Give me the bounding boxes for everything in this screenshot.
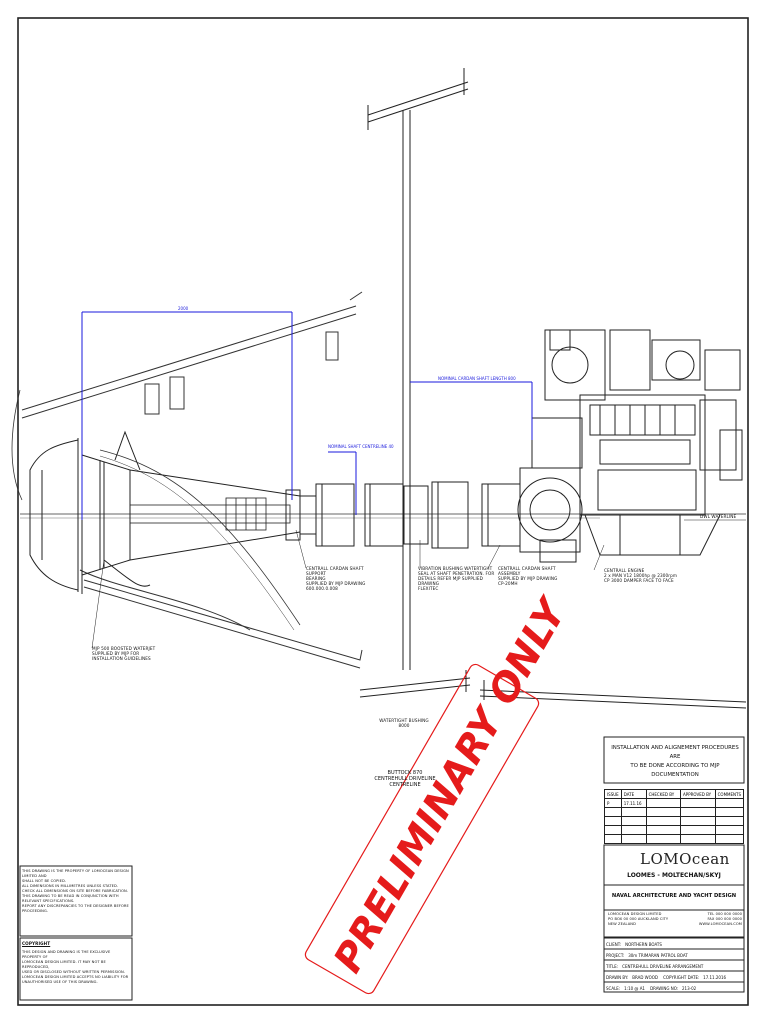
firm-discipline: NAVAL ARCHITECTURE AND YACHT DESIGN bbox=[611, 893, 737, 899]
table-row: P 17.11.16 bbox=[604, 798, 745, 808]
transom bbox=[11, 389, 23, 501]
dimension-overall bbox=[81, 311, 293, 520]
table-cell bbox=[680, 798, 716, 808]
intake-duct bbox=[99, 449, 301, 626]
copyright-heading: COPYRIGHT bbox=[22, 941, 51, 946]
bulkhead-post bbox=[359, 68, 471, 698]
table-row bbox=[604, 825, 745, 835]
revision-header: APPROVED BY bbox=[680, 789, 716, 799]
field-drawn-by: DRAWN BY: BRAD WOOD COPYRIGHT DATE: 17.1… bbox=[606, 972, 744, 983]
callout-shaft-assembly: CENTRALL CARDAN SHAFT ASSEMBLY SUPPLIED … bbox=[498, 566, 558, 586]
table-cell: P bbox=[604, 798, 622, 808]
table-row bbox=[604, 807, 745, 817]
field-project: PROJECT: 30m TRIMARAN PATROL BOAT bbox=[606, 950, 744, 961]
callout-engine: CENTRALL ENGINE 2 x MAN V12 1800hp @ 230… bbox=[604, 568, 678, 583]
general-notes: THIS DRAWING IS THE PROPERTY OF LOMOCEAN… bbox=[22, 869, 129, 913]
dimension-shaft-angle bbox=[328, 451, 357, 515]
table-row bbox=[604, 816, 745, 826]
field-value: BRAD WOOD COPYRIGHT DATE: 17.11.2016 bbox=[632, 975, 727, 980]
notes-frames bbox=[19, 865, 133, 1001]
revision-header: DATE bbox=[620, 789, 647, 799]
callout-watertight-seal: VIBRATION BUSHING WATERTIGHT SEAL AT SHA… bbox=[418, 566, 495, 591]
sheet-border bbox=[17, 17, 749, 1006]
revision-header-row: ISSUE DATE CHECKED BY APPROVED BY COMMEN… bbox=[604, 789, 745, 799]
field-label: DRAWN BY: bbox=[606, 975, 629, 980]
field-scale: SCALE: 1:10 @ A1 DRAWING NO: 213-02 bbox=[606, 983, 744, 994]
hull-bottom bbox=[79, 569, 363, 669]
revision-header: COMMENTS bbox=[714, 789, 745, 799]
deck-line bbox=[21, 291, 363, 419]
revision-header: CHECKED BY bbox=[645, 789, 682, 799]
callout-watertight-bushing: WATERTIGHT BUSHING 8000 bbox=[379, 718, 429, 728]
dimension-shaft-length bbox=[410, 381, 533, 440]
gearbox bbox=[517, 417, 583, 563]
support-bearing-1 bbox=[285, 483, 355, 547]
revision-header: ISSUE bbox=[604, 789, 622, 799]
title-fields: CLIENT: NORTHERN BOATS PROJECT: 30m TRIM… bbox=[606, 939, 744, 994]
dimension-shaft-length-label: NOMINAL CARDAN SHAFT LENGTH 800 bbox=[438, 376, 516, 381]
table-row bbox=[604, 834, 745, 844]
copyright-notes: THIS DESIGN AND DRAWING IS THE EXCLUSIVE… bbox=[22, 950, 129, 984]
field-label: SCALE: bbox=[606, 986, 621, 991]
field-value: 1:10 @ A1 DRAWING NO: 213-02 bbox=[624, 986, 697, 991]
company-logo: LOMOcean bbox=[640, 850, 730, 868]
callout-support-bearing: CENTRALL CARDAN SHAFT SUPPORT BEARING SU… bbox=[306, 566, 366, 591]
field-value: NORTHERN BOATS bbox=[625, 942, 662, 947]
callout-buttock: BUTTOCK 870 CENTREHULL DRIVELINE CENTREL… bbox=[374, 770, 436, 788]
table-cell bbox=[714, 798, 745, 808]
engine-block bbox=[544, 329, 743, 556]
installation-note: INSTALLATION AND ALIGNEMENT PROCEDURES A… bbox=[611, 745, 739, 778]
dimension-overall-label: 2000 bbox=[178, 306, 189, 311]
table-cell bbox=[645, 798, 682, 808]
preliminary-stamp-frame bbox=[304, 663, 540, 995]
shaft-tube bbox=[129, 497, 291, 531]
callout-waterline: DWL WATERLINE bbox=[700, 514, 737, 519]
field-value: CENTREHULL DRIVELINE ARRANGEMENT bbox=[622, 964, 704, 969]
field-value: 30m TRIMARAN PATROL BOAT bbox=[628, 953, 688, 958]
field-label: CLIENT: bbox=[606, 942, 622, 947]
revision-table: ISSUE DATE CHECKED BY APPROVED BY COMMEN… bbox=[604, 789, 745, 844]
dimension-shaft-angle-label: NOMINAL SHAFT CENTRELINE 40 bbox=[328, 444, 394, 449]
cardan-shaft bbox=[364, 481, 521, 549]
field-title: TITLE: CENTREHULL DRIVELINE ARRANGEMENT bbox=[606, 961, 744, 972]
field-client: CLIENT: NORTHERN BOATS bbox=[606, 939, 744, 950]
field-label: TITLE: bbox=[606, 964, 619, 969]
firm-address: LOMOCEAN DESIGN LIMITED PO BOX 00 000 AU… bbox=[608, 912, 669, 926]
waterjet-unit bbox=[29, 430, 301, 594]
table-cell: 17.11.16 bbox=[620, 798, 647, 808]
callout-jet-unit: MJP 500 BOOSTED WATERJET SUPPLIED BY MJP… bbox=[92, 646, 156, 661]
firm-name: LOOMES - MOLTECHAN/SKYJ bbox=[627, 872, 721, 879]
firm-contact: TEL 000 000 0000 FAX 000 000 0000 WWW.LO… bbox=[698, 912, 742, 926]
title-block-frame bbox=[603, 736, 745, 993]
field-label: PROJECT: bbox=[606, 953, 625, 958]
